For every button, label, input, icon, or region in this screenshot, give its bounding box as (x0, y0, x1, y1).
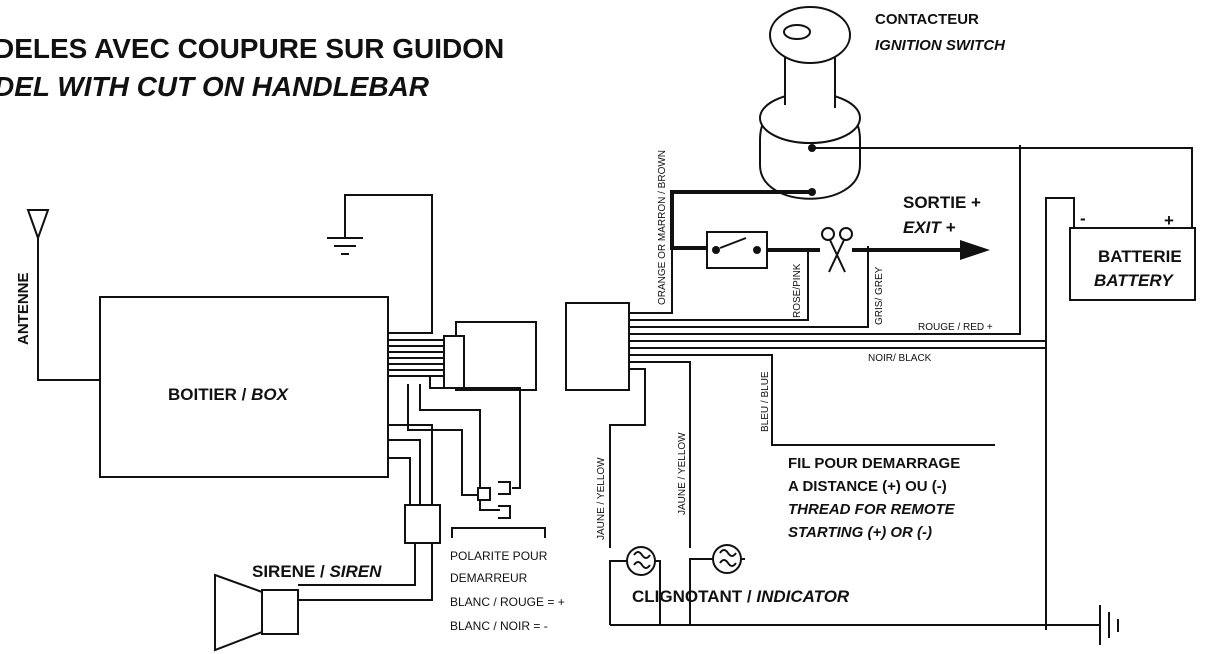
siren-label: SIRENE / SIREN (252, 562, 382, 581)
switch-battery-wire (812, 147, 1193, 228)
battery-label-fr: BATTERIE (1098, 247, 1182, 266)
remote-line-4: STARTING (+) OR (-) (788, 524, 932, 541)
indicator-return-wire (655, 558, 745, 625)
siren-symbol (214, 573, 299, 652)
ignition-switch-label: IGNITION SWITCH (875, 37, 1006, 54)
wire-label-rouge: ROUGE / RED + (918, 322, 993, 333)
battery-ground-wire (1045, 197, 1075, 630)
sortie-label: SORTIE + (903, 193, 981, 212)
siren-wires (298, 424, 441, 601)
ground-symbol-bottom (610, 605, 1119, 645)
scissors-icon (821, 227, 853, 273)
remote-line-1: FIL POUR DEMARRAGE (788, 455, 960, 472)
contacteur-label: CONTACTEUR (875, 11, 979, 28)
wire-label-bleu: BLEU / BLUE (760, 371, 771, 432)
wire-label-jaune-2: JAUNE / YELLOW (677, 432, 688, 515)
polarity-line-2: DEMARREUR (450, 571, 528, 585)
connector-right (565, 302, 630, 391)
antenna-symbol (26, 209, 100, 381)
indicator-lamp-right (689, 544, 742, 625)
wire-label-noir: NOIR/ BLACK (868, 353, 932, 364)
remote-line-2: A DISTANCE (+) OU (-) (788, 478, 947, 495)
control-box (99, 296, 389, 478)
battery-plus: + (1164, 211, 1174, 230)
connector-left (443, 321, 537, 391)
ignition-switch (759, 6, 861, 200)
polarity-line-3: BLANC / ROUGE = + (450, 595, 565, 609)
box-label: BOITIER / BOX (168, 385, 290, 404)
antenna-label: ANTENNE (15, 272, 32, 345)
polarity-line-4: BLANC / NOIR = - (450, 619, 548, 633)
title-line-1: DELES AVEC COUPURE SUR GUIDON (0, 33, 504, 64)
battery-label-en: BATTERY (1094, 271, 1174, 290)
harness-box-to-connector (388, 339, 445, 377)
battery-minus: - (1080, 209, 1086, 228)
indicator-lamp-left (609, 546, 656, 625)
wire-label-jaune-1: JAUNE / YELLOW (596, 457, 607, 540)
wire-label-rose: ROSE/PINK (792, 263, 803, 318)
title-line-2: DEL WITH CUT ON HANDLEBAR (0, 71, 430, 102)
polarity-bracket (451, 527, 546, 538)
remote-line-3: THREAD FOR REMOTE (788, 501, 956, 518)
harness-right (609, 145, 1046, 548)
battery (1069, 227, 1196, 301)
polarity-line-1: POLARITE POUR (450, 549, 548, 563)
indicator-label: CLIGNOTANT / INDICATOR (632, 587, 850, 606)
exit-label: EXIT + (903, 218, 956, 237)
wire-label-orange: ORANGE OR MARRON / BROWN (657, 150, 668, 305)
ground-symbol-top (327, 194, 433, 334)
switch-feed-wire (670, 190, 812, 250)
cut-switch (706, 231, 820, 269)
starter-polarity-wires (407, 376, 521, 519)
exit-arrow (852, 240, 990, 260)
wire-label-gris: GRIS/ GREY (874, 266, 885, 325)
